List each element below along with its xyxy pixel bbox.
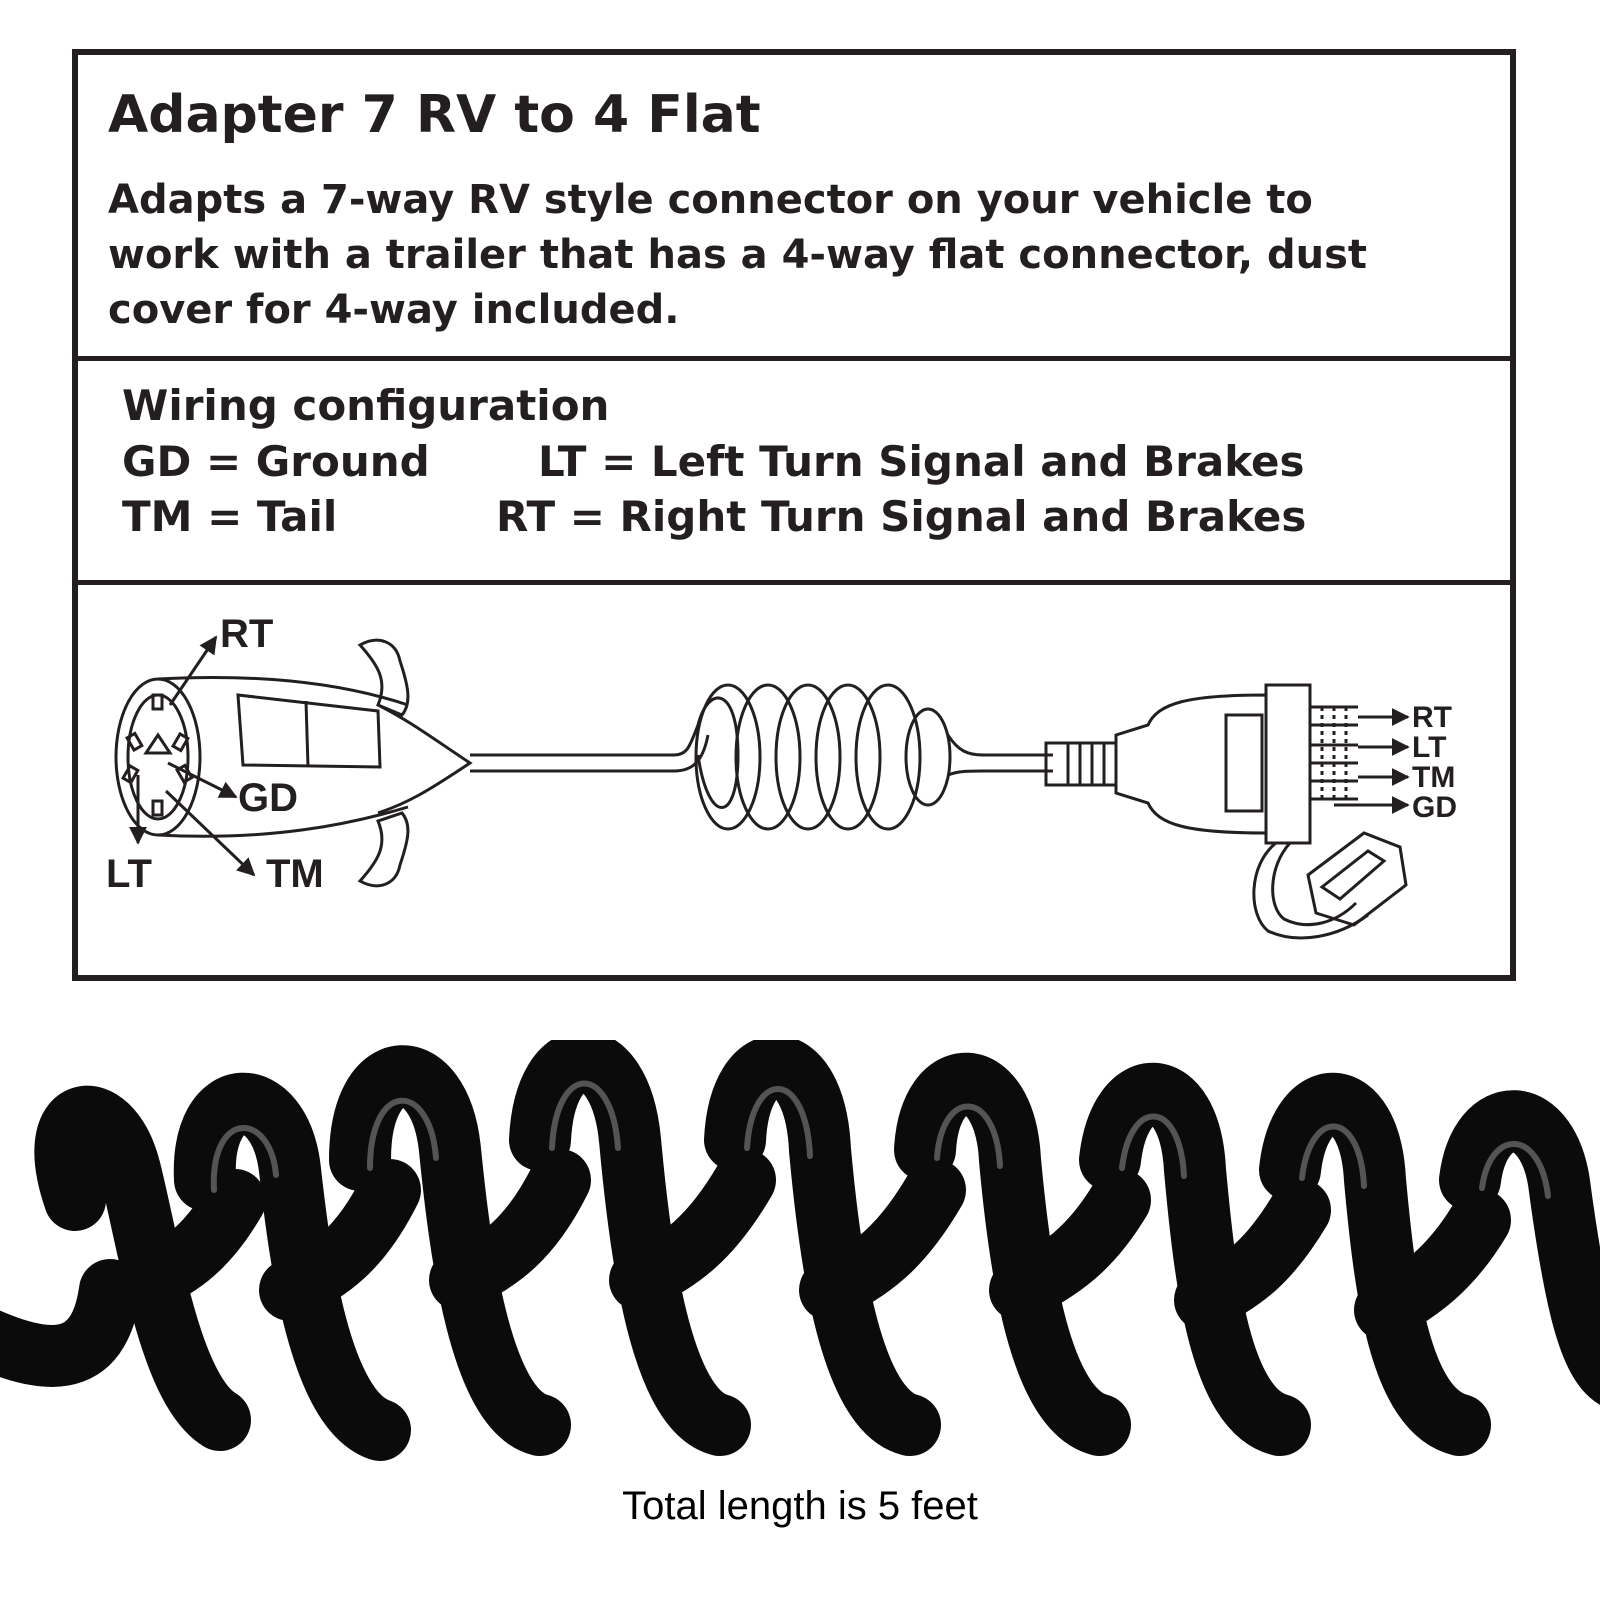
product-description: Adapts a 7-way RV style connector on you… [108, 173, 1498, 338]
coiled-cable-photo [0, 1040, 1600, 1461]
description-line: cover for 4-way included. [108, 287, 680, 333]
diagram-label-rt-4way: RT [1412, 701, 1452, 734]
product-title: Adapter 7 RV to 4 Flat [108, 85, 761, 145]
seven-way-plug-drawing [114, 638, 710, 888]
diagram-label-gd: GD [238, 776, 298, 820]
four-way-connector-drawing [1044, 683, 1408, 940]
info-panel: Adapter 7 RV to 4 Flat Adapts a 7-way RV… [72, 49, 1516, 981]
wiring-title: Wiring configuration [122, 381, 610, 430]
description-line: work with a trailer that has a 4-way fla… [108, 232, 1368, 278]
diagram-label-tm-4way: TM [1412, 761, 1455, 794]
length-caption: Total length is 5 feet [622, 1484, 978, 1528]
adapter-diagram: RT GD LT TM RT LT TM GD [106, 612, 1457, 940]
wiring-legend-section: Wiring configuration GD = Ground LT = Le… [78, 361, 1510, 585]
diagram-label-lt: LT [106, 852, 152, 896]
legend-rt: RT = Right Turn Signal and Brakes [496, 492, 1307, 541]
diagram-label-rt: RT [220, 612, 273, 656]
pin-arrows [129, 635, 1410, 877]
legend-tm: TM = Tail [122, 492, 338, 541]
legend-gd: GD = Ground [122, 437, 430, 486]
connector-diagram-section: RT GD LT TM RT LT TM GD [78, 585, 1510, 975]
diagram-label-lt-4way: LT [1412, 731, 1446, 764]
product-summary-section: Adapter 7 RV to 4 Flat Adapts a 7-way RV… [78, 55, 1510, 361]
diagram-label-tm: TM [266, 852, 324, 896]
diagram-label-gd-4way: GD [1412, 791, 1457, 824]
legend-lt: LT = Left Turn Signal and Brakes [538, 437, 1305, 486]
description-line: Adapts a 7-way RV style connector on you… [108, 177, 1313, 223]
coiled-cord-drawing [694, 683, 1053, 831]
